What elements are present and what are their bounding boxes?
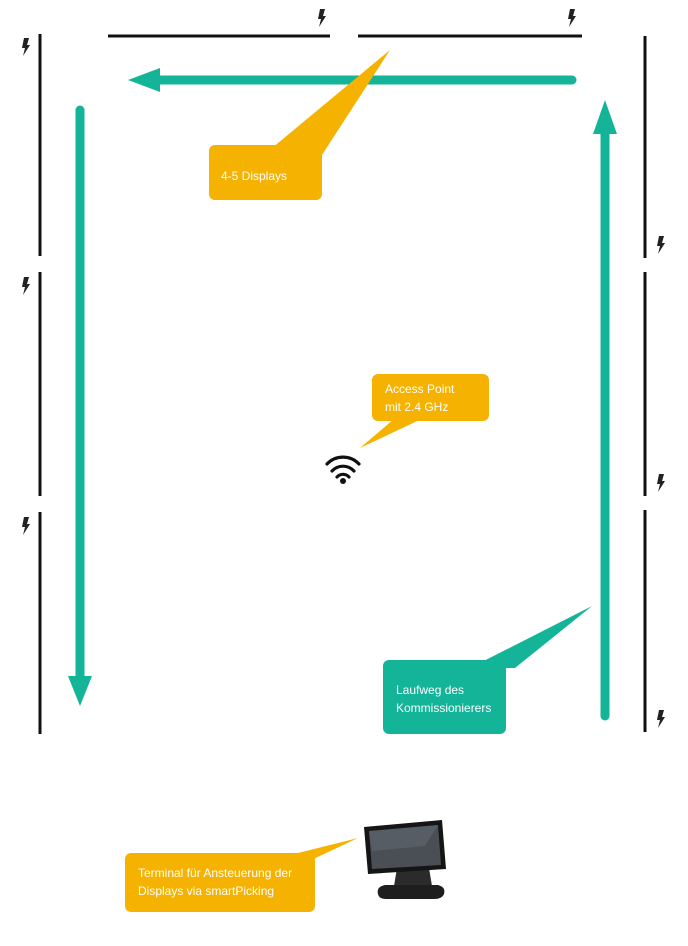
callout-walkway-label: Laufweg des Kommissionierers [396,683,492,715]
callout-displays [209,50,390,200]
lightning-bolt-icon [568,9,576,27]
callout-displays-label: 4-5 Displays [221,169,288,183]
lightning-bolt-icon [657,236,665,254]
callout-walkway-box [383,660,506,734]
lightning-bolt-icon [22,38,30,56]
wifi-icon [325,455,361,484]
lightning-bolt-icon [657,710,665,728]
walkway-arrow-up-head [593,100,617,134]
lightning-bolt-icon [657,474,665,492]
lightning-bolt-icon [22,277,30,295]
callout-access-point-label: Access Point mit 2.4 GHz [385,382,455,414]
callout-terminal-label: Terminal für Ansteuerung der Displays vi… [138,866,293,898]
callout-walkway [383,606,592,734]
callout-displays-pointer [260,50,390,158]
callout-access-point [360,374,489,448]
callout-terminal-box [125,853,315,912]
callout-terminal [125,838,358,912]
touch-terminal-icon [364,820,446,899]
callout-walkway-pointer [470,606,592,668]
callout-displays-box [209,145,322,200]
walkway-arrow-left-head [128,68,160,92]
walkway-arrow-down-head [68,676,92,706]
lightning-bolt-icon [22,517,30,535]
shelves [38,34,647,734]
walkway-arrows [68,68,617,721]
lightning-bolt-icon [318,9,326,27]
callout-access-point-box [372,374,489,421]
callout-access-point-pointer [360,414,432,448]
